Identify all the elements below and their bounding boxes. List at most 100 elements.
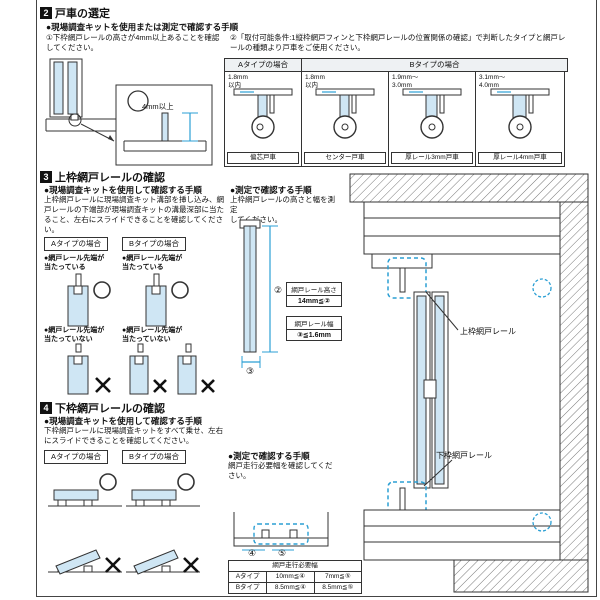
ng-cross-mark (95, 377, 111, 393)
lower-rail-profile (399, 487, 406, 511)
roller-dim-2: 1.8mm 以内 (305, 74, 325, 89)
section4-type-b-box: Bタイプの場合 (122, 450, 186, 464)
lower-frame-detail-drawing: 4mm以上 (45, 58, 213, 166)
rail-measure-drawing: ② ③ (239, 219, 282, 376)
rail-bump-2 (289, 529, 298, 539)
section3-ok-label-a: ●網戸レール先端が 当たっている (44, 255, 105, 271)
roller-col-eccentric: 1.8mm 以内 偏芯戸車 (224, 71, 302, 167)
lower-rail-label: 下枠網戸レール (436, 450, 492, 460)
thick-rail-4mm-roller-drawing (490, 88, 550, 139)
wall-hatch-right (559, 201, 589, 561)
section4-kit-text: 下枠網戸レールに現場調査キットをすべて乗せ、左右にスライドできることを確認してく… (44, 426, 224, 445)
table-row: Aタイプ 10mm≦④ 7mm≦⑤ (227, 571, 363, 584)
section4-type-a-box: Aタイプの場合 (44, 450, 108, 464)
thick-rail-3mm-roller-drawing (402, 88, 462, 139)
kit-check-ng-b-drawing (129, 343, 215, 395)
circled-5: ⑤ (278, 548, 286, 558)
row-a-w4: 10mm≦④ (266, 571, 315, 584)
sill-frame-profile (363, 509, 561, 561)
ng-cross-mark (153, 379, 167, 393)
row-b-type: Bタイプ (227, 582, 268, 595)
rail-zone-highlight (253, 523, 309, 545)
lower-rail-check-a-drawing (48, 473, 122, 575)
rail-width-value: ③≦1.6mm (297, 332, 331, 339)
section3-measure-text: 上枠網戸レールの高さと幅を測定 してください。 (230, 195, 335, 224)
roller-table-body: 1.8mm 以内 偏芯戸車 1.8mm 以内 センター戸車 (224, 71, 565, 167)
clearance-table: 網戸走行必要幅 Aタイプ 10mm≦④ 7mm≦⑤ Bタイプ 8.5mm≦④ 8… (227, 559, 363, 595)
table-row: Bタイプ 8.5mm≦④ 8.5mm≦⑤ (227, 582, 363, 595)
row-a-w5: 7mm≦⑤ (313, 571, 363, 584)
upper-rail-label: 上枠網戸レール (460, 326, 516, 336)
upper-rail-profile (399, 267, 406, 293)
roller-col-thick4: 3.1mm〜 4.0mm 厚レール4mm戸車 (475, 71, 565, 167)
section3-measure-bullet: ●測定で確認する手順 (230, 185, 312, 195)
center-roller-drawing (315, 88, 375, 139)
rail-width-label: 網戸レール幅 (287, 317, 341, 330)
section3-kit-bullet: ●現場調査キットを使用して確認する手順 (44, 185, 202, 195)
ok-circle-mark (177, 473, 195, 491)
roller-col-thick3: 1.9mm〜 3.0mm 厚レール3mm戸車 (388, 71, 476, 167)
section2-procedure-bullet: ●現場調査キットを使用または測定で確認する手順 (46, 22, 239, 32)
section4-title: 下枠網戸レールの確認 (55, 403, 165, 415)
min-height-note: 4mm以上 (142, 102, 174, 111)
row-b-w5: 8.5mm≦⑤ (313, 582, 363, 595)
type-b-header: Bタイプの場合 (301, 58, 568, 72)
kit-check-ok-a-drawing (67, 273, 111, 327)
section2-title: 戸車の選定 (55, 8, 110, 20)
roller-dim-3: 1.9mm〜 3.0mm (392, 74, 419, 89)
section4-number-badge: 4 (40, 402, 52, 414)
roller-table-header: Aタイプの場合 Bタイプの場合 (224, 58, 568, 72)
section3-header: 3 上枠網戸レールの確認 (40, 169, 165, 185)
section3-ng-label-b: ●網戸レール先端が 当たっていない (122, 327, 183, 343)
section4-measure-bullet: ●測定で確認する手順 (228, 451, 310, 461)
section3-title: 上枠網戸レールの確認 (55, 172, 165, 184)
rail-width-label-box: 網戸レール幅 ③≦1.6mm (286, 316, 342, 341)
roller-name-3: 厚レール3mm戸車 (391, 152, 473, 164)
section2-header: 2 戸車の選定 (40, 5, 110, 21)
row-b-w4: 8.5mm≦④ (266, 582, 315, 595)
section3-number-badge: 3 (40, 171, 52, 183)
section3-ok-label-b: ●網戸レール先端が 当たっている (122, 255, 183, 271)
section4-kit-bullet: ●現場調査キットを使用して確認する手順 (44, 416, 202, 426)
circled-4: ④ (248, 548, 256, 558)
roller-name-2: センター戸車 (304, 152, 386, 164)
lower-rail-check-b-drawing (126, 473, 200, 575)
window-cross-section-drawing: 上枠網戸レール 下枠網戸レール (349, 173, 589, 593)
type-a-header: Aタイプの場合 (224, 58, 302, 72)
lower-rail-width-drawing: ④ ⑤ (233, 512, 329, 558)
floor-hatch (453, 559, 589, 593)
section4-measure-text: 網戸走行必要幅を確認してください。 (228, 461, 333, 480)
page-border-left (36, 0, 37, 597)
rail-height-label-box: 網戸レール高さ 14mm≦② (286, 282, 342, 307)
ng-cross-mark (105, 557, 121, 573)
row-a-type: Aタイプ (227, 571, 268, 584)
roller-dim-1: 1.8mm 以内 (228, 74, 248, 89)
roller-circle (127, 90, 149, 112)
roller-col-center: 1.8mm 以内 センター戸車 (301, 71, 389, 167)
lower-rail-highlight (387, 481, 427, 519)
kit-check-ng-a-drawing (67, 343, 111, 395)
ok-circle-mark (93, 281, 111, 299)
detail-arrow (108, 135, 114, 141)
ok-circle-mark (171, 281, 189, 299)
ng-cross-mark (183, 557, 199, 573)
section4-header: 4 下枠網戸レールの確認 (40, 400, 165, 416)
clearance-table-title: 網戸走行必要幅 (228, 559, 362, 573)
roller-name-4: 厚レール4mm戸車 (478, 152, 562, 164)
circled-3: ③ (246, 366, 254, 376)
rail-profile (161, 112, 169, 142)
roller-dim-4: 3.1mm〜 4.0mm (479, 74, 506, 89)
kit-check-ok-b-drawing (145, 273, 189, 327)
head-frame-profile (363, 201, 561, 255)
rail-bump-1 (261, 529, 270, 539)
highlight-circle-upper (532, 278, 552, 298)
eccentric-roller-drawing (233, 88, 293, 139)
interlock-profile (423, 379, 437, 399)
section2-step2-text: ②「取付可能条件:1縦枠網戸フィンと下枠網戸レールの位置関係の確認」で判断したタ… (230, 33, 566, 52)
highlight-circle-lower (532, 512, 552, 532)
rail-height-value: 14mm≦② (297, 298, 331, 305)
circled-2: ② (274, 285, 282, 295)
section3-type-b-box: Bタイプの場合 (122, 237, 186, 251)
page-border-right (596, 0, 597, 597)
ok-circle-mark (99, 473, 117, 491)
